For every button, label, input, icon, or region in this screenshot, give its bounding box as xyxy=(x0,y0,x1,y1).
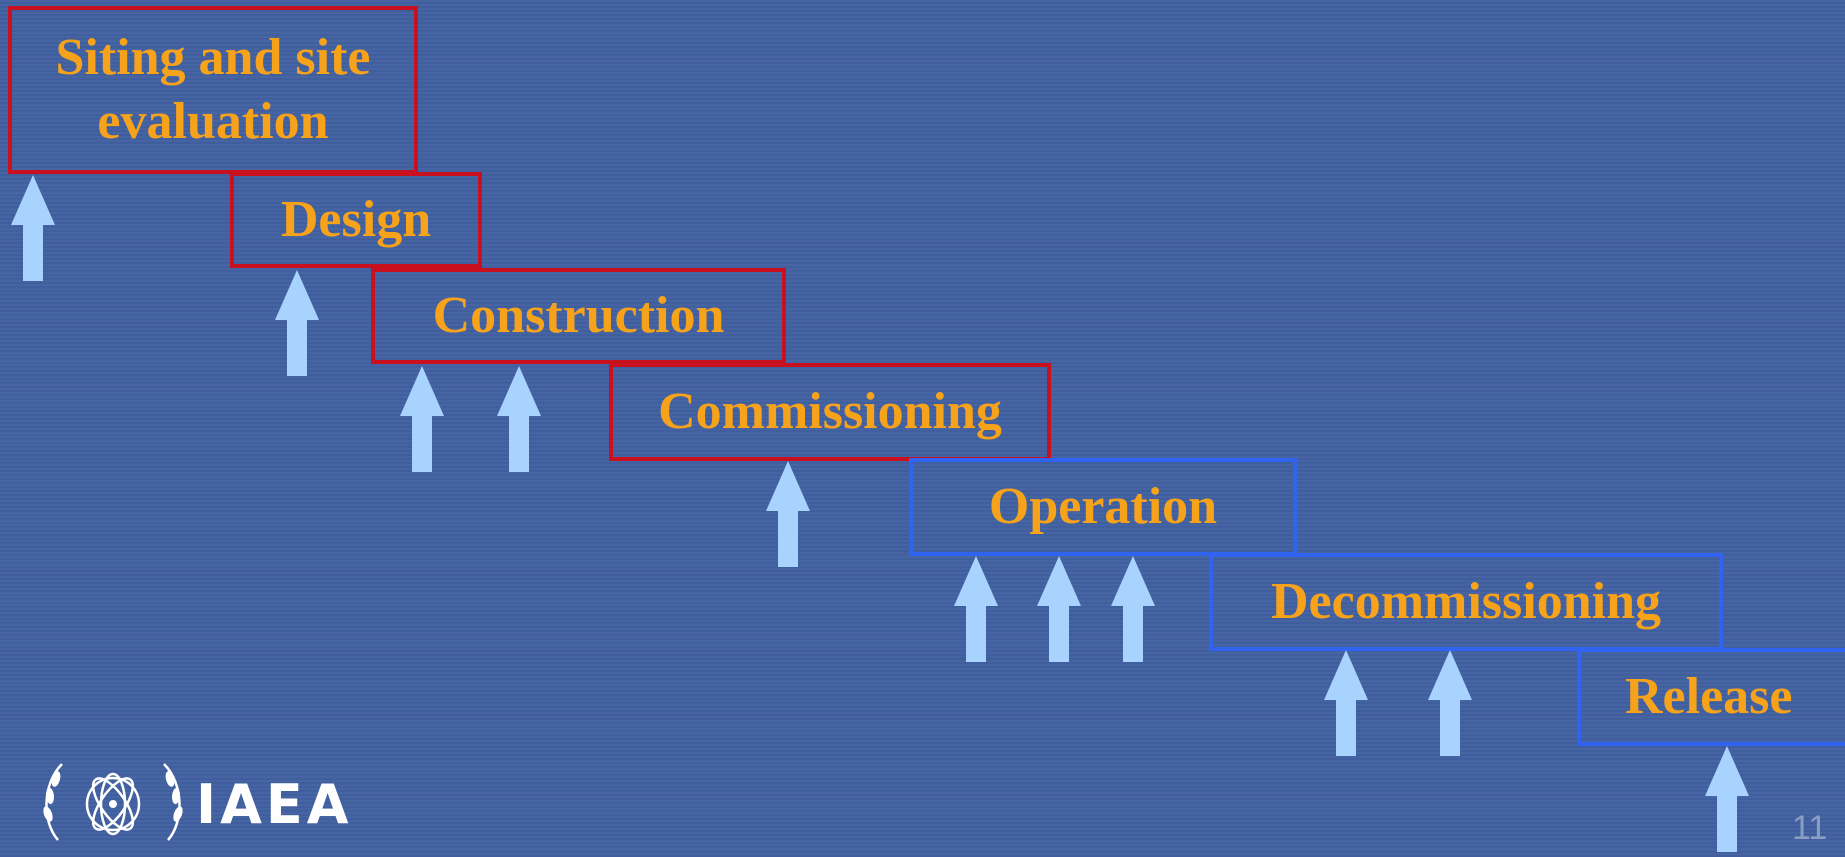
stage-release: Release xyxy=(1577,648,1845,746)
iaea-logo: IAEA xyxy=(38,752,353,857)
up-arrow-icon xyxy=(1111,556,1155,662)
stage-construction-label: Construction xyxy=(432,287,725,344)
stage-siting-label: Siting and site evaluation xyxy=(55,29,371,150)
up-arrow-icon xyxy=(275,270,319,376)
page-number: 11 xyxy=(1792,809,1828,847)
up-arrow-icon xyxy=(1705,746,1749,852)
up-arrow-icon xyxy=(11,175,55,281)
stage-release-label: Release xyxy=(1625,668,1793,725)
up-arrow-icon xyxy=(1037,556,1081,662)
stage-decommissioning: Decommissioning xyxy=(1209,553,1723,651)
up-arrow-icon xyxy=(1324,650,1368,756)
logo-text: IAEA xyxy=(196,772,353,836)
stage-commissioning: Commissioning xyxy=(609,363,1051,461)
up-arrow-icon xyxy=(766,461,810,567)
stage-siting: Siting and site evaluation xyxy=(8,6,418,174)
stage-operation-label: Operation xyxy=(988,478,1218,535)
stage-decommissioning-label: Decommissioning xyxy=(1271,573,1661,630)
stage-design-label: Design xyxy=(280,191,432,248)
up-arrow-icon xyxy=(954,556,998,662)
stage-construction: Construction xyxy=(371,268,786,364)
stage-commissioning-label: Commissioning xyxy=(658,383,1002,440)
up-arrow-icon xyxy=(400,366,444,472)
up-arrow-icon xyxy=(497,366,541,472)
un-emblem-icon xyxy=(38,752,188,857)
stage-operation: Operation xyxy=(909,458,1297,556)
up-arrow-icon xyxy=(1428,650,1472,756)
stage-design: Design xyxy=(230,172,482,268)
